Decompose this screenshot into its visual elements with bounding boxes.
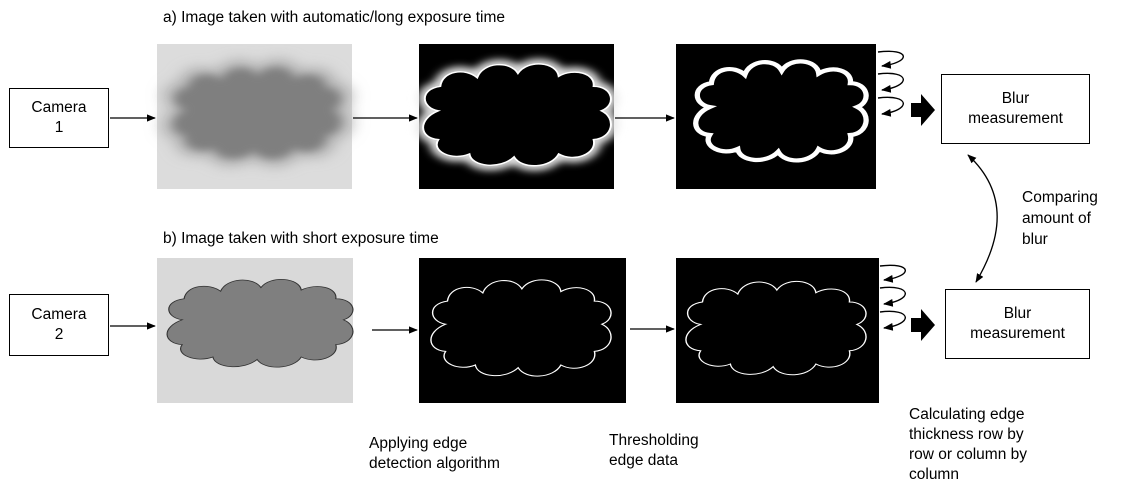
curved-arrow-icon — [879, 264, 906, 331]
block-arrow-icon — [911, 94, 935, 126]
blur-measurement-2-line2: measurement — [970, 325, 1065, 342]
caption-edge-detection-line2: detection algorithm — [369, 455, 500, 472]
camera-2-box: Camera 2 — [9, 294, 109, 356]
blur-measurement-box-2: Blur measurement — [945, 289, 1090, 359]
caption-calculating-line3: row or column by — [909, 446, 1028, 463]
caption-calculating-line4: column — [909, 466, 959, 483]
sharp-edge-panel — [419, 258, 626, 403]
caption-edge-detection-line1: Applying edge — [369, 435, 468, 452]
caption-calculating-line2: thickness row by — [909, 426, 1024, 443]
caption-calculating: Calculating edge thickness row by row or… — [909, 405, 1027, 485]
blurred-edge-panel — [419, 44, 614, 189]
title-b: b) Image taken with short exposure time — [163, 230, 439, 247]
caption-thresholding-line2: edge data — [609, 452, 678, 469]
comparing-line3: blur — [1022, 231, 1048, 248]
camera-2-label-line2: 2 — [54, 326, 64, 343]
comparing-line2: amount of — [1022, 210, 1091, 227]
comparing-line1: Comparing — [1022, 189, 1098, 206]
camera-1-label-line2: 1 — [54, 119, 64, 136]
blur-measurement-2-line1: Blur — [1003, 305, 1032, 322]
caption-calculating-line1: Calculating edge — [909, 406, 1025, 423]
blur-measurement-1-line1: Blur — [1001, 90, 1030, 107]
blur-measurement-1-line2: measurement — [968, 110, 1063, 127]
blur-measurement-box-1: Blur measurement — [941, 74, 1090, 144]
camera-2-label-line1: Camera — [31, 306, 87, 323]
sharp-image-panel — [157, 258, 354, 403]
block-arrow-icon — [911, 309, 935, 341]
caption-thresholding: Thresholding edge data — [609, 431, 699, 471]
thin-edge-panel — [676, 258, 879, 403]
comparing-label: Comparing amount of blur — [1022, 187, 1098, 250]
camera-1-box: Camera 1 — [9, 88, 109, 148]
comparing-double-arrow — [967, 154, 998, 283]
curved-arrow-icon — [877, 50, 904, 117]
blurred-image-panel — [157, 44, 352, 189]
camera-1-label-line1: Camera — [31, 99, 87, 116]
thick-edge-panel — [676, 44, 876, 189]
caption-thresholding-line1: Thresholding — [609, 432, 699, 449]
caption-edge-detection: Applying edge detection algorithm — [369, 434, 500, 474]
title-a: a) Image taken with automatic/long expos… — [163, 9, 506, 26]
